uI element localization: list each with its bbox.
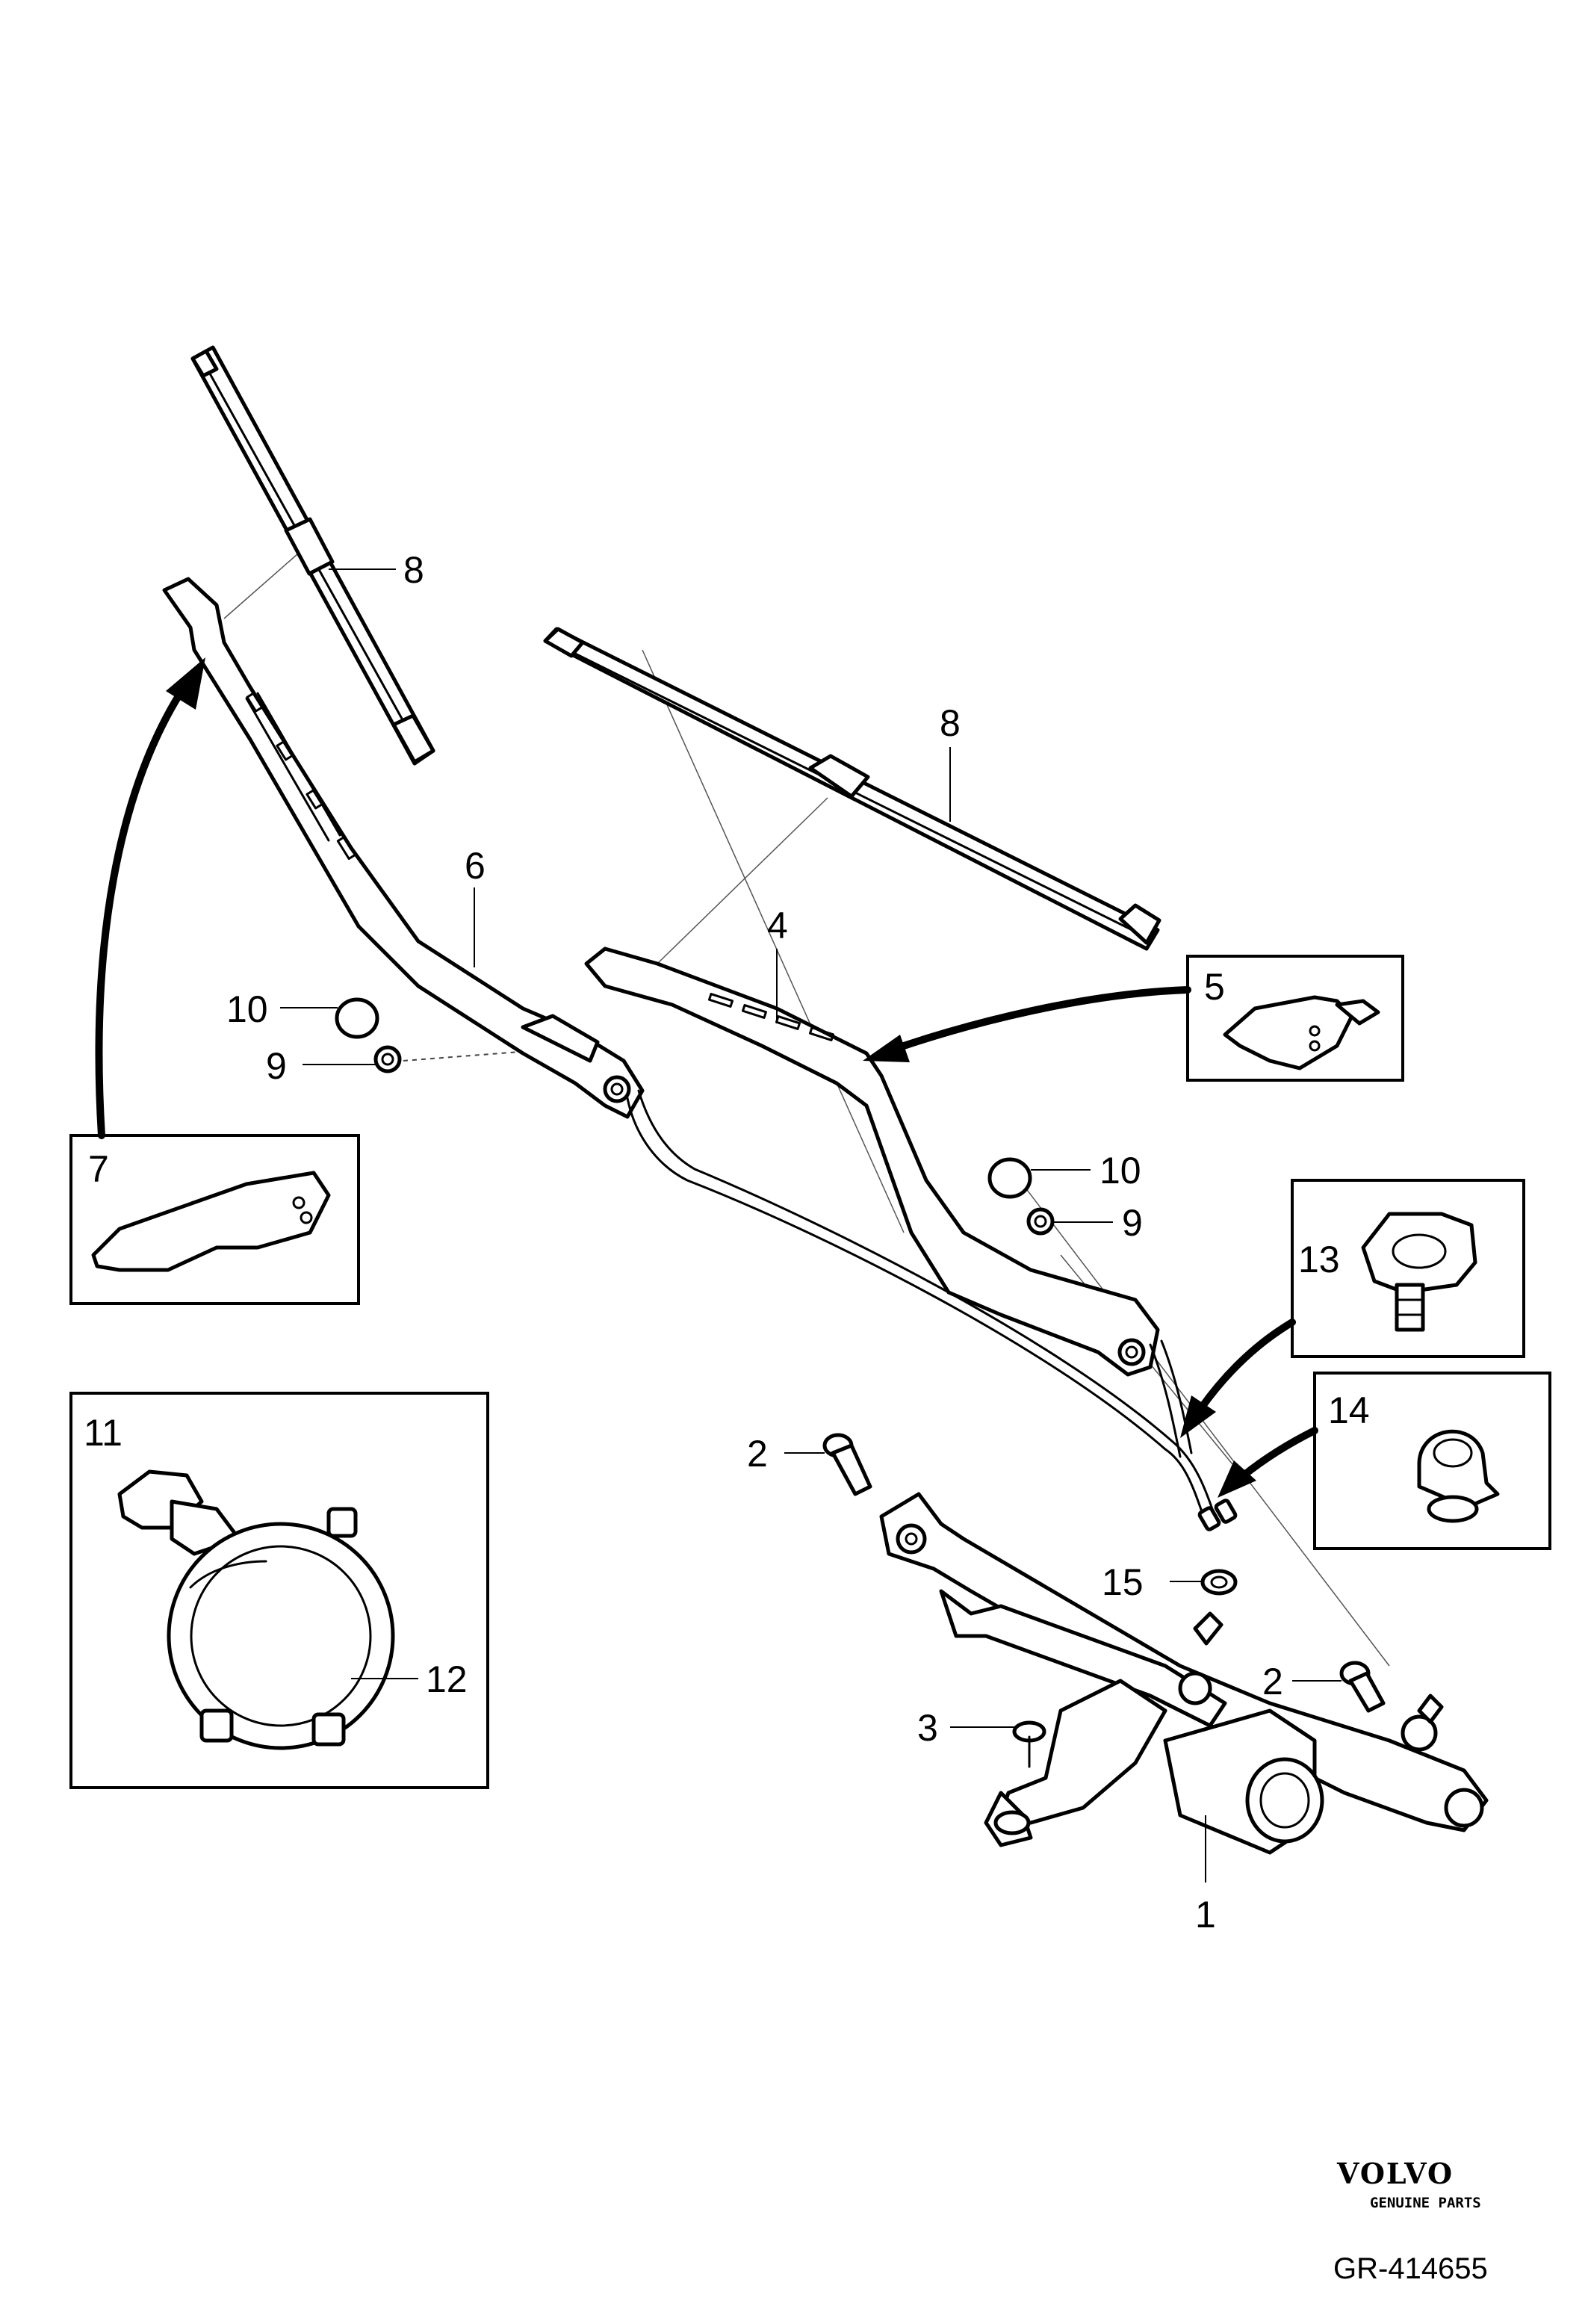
callout-4: 4	[767, 905, 788, 946]
wiper-blade-long	[543, 627, 1161, 951]
inset-box-13	[1291, 1179, 1525, 1358]
callout-9-right: 9	[1122, 1202, 1143, 1244]
callout-8-upper: 8	[403, 549, 424, 591]
wiper-arm-left	[162, 577, 645, 1119]
brand-name: VOLVO	[1336, 2157, 1454, 2190]
nut-left	[373, 1045, 402, 1073]
callout-11: 11	[84, 1412, 122, 1454]
leader-lines	[280, 568, 1342, 1883]
callout-labels: 8 8 6 4 5 10 9 7 10 9 13 14 11 2 15 2 12…	[84, 549, 1370, 1936]
inset-box-14	[1313, 1372, 1551, 1550]
inset-box-7	[69, 1134, 360, 1305]
bolt-left	[822, 1433, 872, 1496]
callout-10-left: 10	[226, 988, 268, 1030]
grommet	[1200, 1569, 1238, 1596]
arrow-7-to-arm	[95, 657, 205, 1139]
callout-7: 7	[88, 1148, 109, 1190]
callout-9-left: 9	[266, 1045, 287, 1087]
callout-1: 1	[1195, 1894, 1216, 1936]
cap-left	[335, 997, 379, 1039]
callout-10-right: 10	[1099, 1150, 1141, 1192]
wiper-blade-short	[190, 345, 435, 766]
wiper-motor-linkage	[879, 1492, 1489, 1855]
inset-box-11-12	[69, 1392, 489, 1789]
callout-3: 3	[917, 1707, 938, 1749]
bolt-right	[1339, 1661, 1386, 1713]
volvo-logo: VOLVO GENUINE PARTS	[1336, 2157, 1481, 2211]
callout-2-right: 2	[1262, 1661, 1283, 1702]
callout-12: 12	[426, 1658, 468, 1700]
arrow-13-to-hose	[1180, 1319, 1296, 1438]
arrow-14-to-hose	[1218, 1427, 1318, 1498]
wiper-arm-right	[584, 946, 1160, 1377]
arrow-5-to-arm	[863, 986, 1191, 1062]
callout-8-lower: 8	[940, 702, 961, 744]
inset-box-5	[1186, 955, 1404, 1082]
nut-right	[1026, 1207, 1055, 1236]
document-id: GR-414655	[1333, 2252, 1488, 2285]
callout-15: 15	[1102, 1561, 1144, 1603]
brand-subtitle: GENUINE PARTS	[1370, 2195, 1481, 2211]
callout-5: 5	[1204, 966, 1225, 1008]
callout-2-left: 2	[747, 1433, 768, 1475]
screw	[1012, 1720, 1046, 1768]
cap-right	[987, 1157, 1032, 1199]
callout-6: 6	[465, 845, 486, 887]
washer-hoses	[626, 1089, 1238, 1531]
callout-13: 13	[1298, 1239, 1340, 1280]
callout-14: 14	[1328, 1389, 1370, 1431]
